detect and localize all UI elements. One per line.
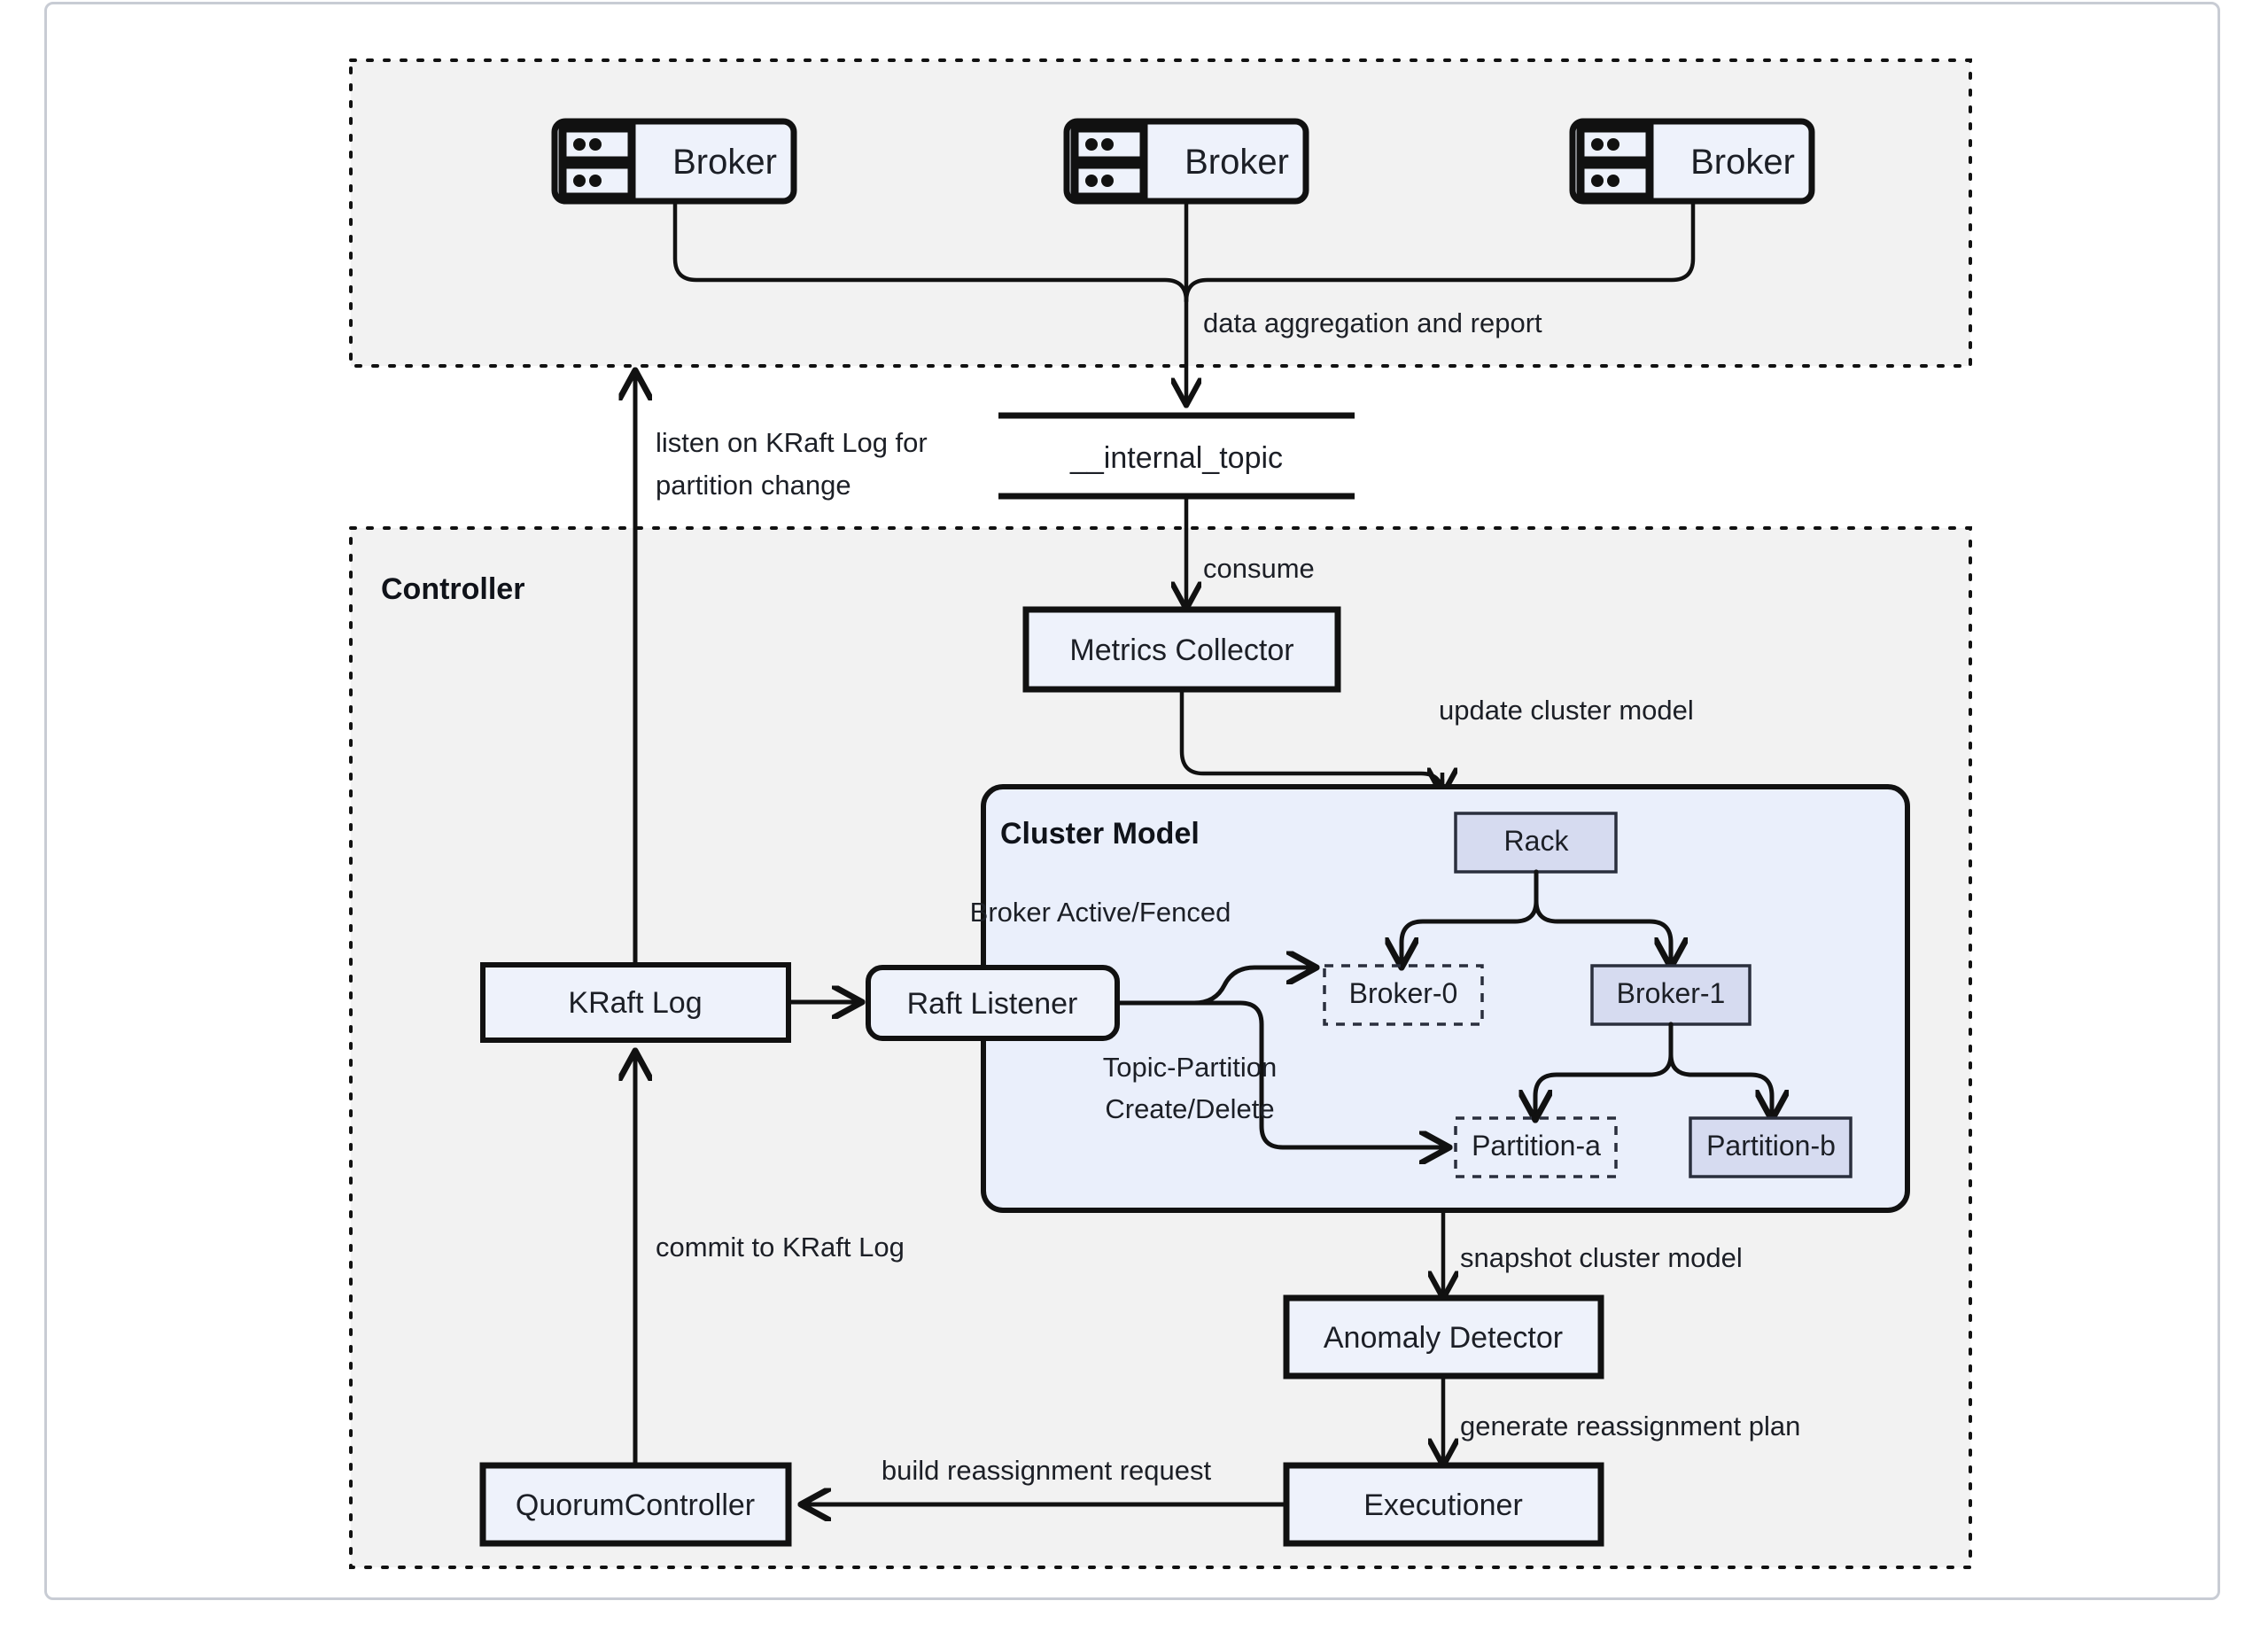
controller-group-title: Controller [381, 572, 524, 606]
executioner-node[interactable]: Executioner [1283, 1462, 1604, 1547]
broker-1-node[interactable]: Broker-1 [1590, 964, 1751, 1026]
broker-label-center: Broker [1184, 143, 1289, 182]
edge-broker-right-to-trunk [1184, 198, 1696, 304]
edge-label-broker-active-fenced: Broker Active/Fenced [970, 897, 1231, 928]
metrics-collector-label: Metrics Collector [1069, 633, 1293, 667]
edge-broker1-to-partition-b [1668, 1022, 1772, 1115]
metrics-collector-node[interactable]: Metrics Collector [1022, 606, 1341, 693]
broker-node-center[interactable]: Broker [1063, 118, 1309, 205]
partition-a-node[interactable]: Partition-a [1454, 1116, 1618, 1178]
edge-broker-left-to-trunk [672, 198, 1189, 304]
edge-label-update-cluster-model: update cluster model [1439, 695, 1694, 726]
anomaly-detector-label: Anomaly Detector [1324, 1321, 1563, 1355]
kraft-log-node[interactable]: KRaft Log [480, 962, 791, 1043]
edge-label-topic-partition-line2: Create/Delete [1105, 1093, 1274, 1124]
broker-1-label: Broker-1 [1617, 977, 1726, 1009]
internal-topic-label: __internal_topic [1069, 441, 1283, 475]
edge-label-generate-plan: generate reassignment plan [1460, 1411, 1800, 1442]
rack-node[interactable]: Rack [1454, 812, 1618, 874]
edge-label-build-request: build reassignment request [882, 1455, 1212, 1486]
edge-label-listen-kraft-line1: listen on KRaft Log for [656, 427, 928, 458]
partition-b-label: Partition-b [1706, 1130, 1836, 1162]
partition-b-node[interactable]: Partition-b [1689, 1116, 1852, 1178]
raft-listener-node[interactable]: Raft Listener [866, 965, 1120, 1041]
server-rack-icon [1070, 124, 1148, 201]
broker-label-right: Broker [1690, 143, 1795, 182]
partition-a-label: Partition-a [1472, 1130, 1601, 1162]
cluster-model-title: Cluster Model [1000, 817, 1200, 851]
broker-node-left[interactable]: Broker [551, 118, 797, 205]
edge-label-consume: consume [1203, 553, 1315, 584]
broker-0-label: Broker-0 [1349, 977, 1458, 1009]
internal-topic-node[interactable]: __internal_topic [998, 412, 1355, 500]
broker-0-node[interactable]: Broker-0 [1323, 964, 1484, 1026]
edge-rack-to-broker1 [1534, 869, 1671, 962]
edge-label-snapshot-cluster-model: snapshot cluster model [1460, 1242, 1743, 1273]
kraft-log-label: KRaft Log [568, 986, 702, 1020]
quorum-controller-label: QuorumController [516, 1488, 755, 1522]
server-rack-icon [558, 124, 636, 201]
edge-raftlistener-to-partition-a [1115, 1000, 1444, 1147]
broker-node-right[interactable]: Broker [1569, 118, 1815, 205]
raft-listener-label: Raft Listener [907, 987, 1078, 1021]
rack-label: Rack [1504, 825, 1570, 857]
edge-label-topic-partition-line1: Topic-Partition [1103, 1052, 1277, 1083]
server-rack-icon [1576, 124, 1654, 201]
anomaly-detector-node[interactable]: Anomaly Detector [1283, 1294, 1604, 1379]
edge-label-data-aggregation: data aggregation and report [1203, 307, 1542, 338]
quorum-controller-node[interactable]: QuorumController [479, 1462, 792, 1547]
executioner-label: Executioner [1363, 1488, 1523, 1522]
edge-label-commit-to-kraft: commit to KRaft Log [656, 1232, 905, 1263]
edge-label-listen-kraft-line2: partition change [656, 470, 851, 501]
broker-label-left: Broker [672, 143, 777, 182]
brokers-group [349, 58, 1972, 368]
